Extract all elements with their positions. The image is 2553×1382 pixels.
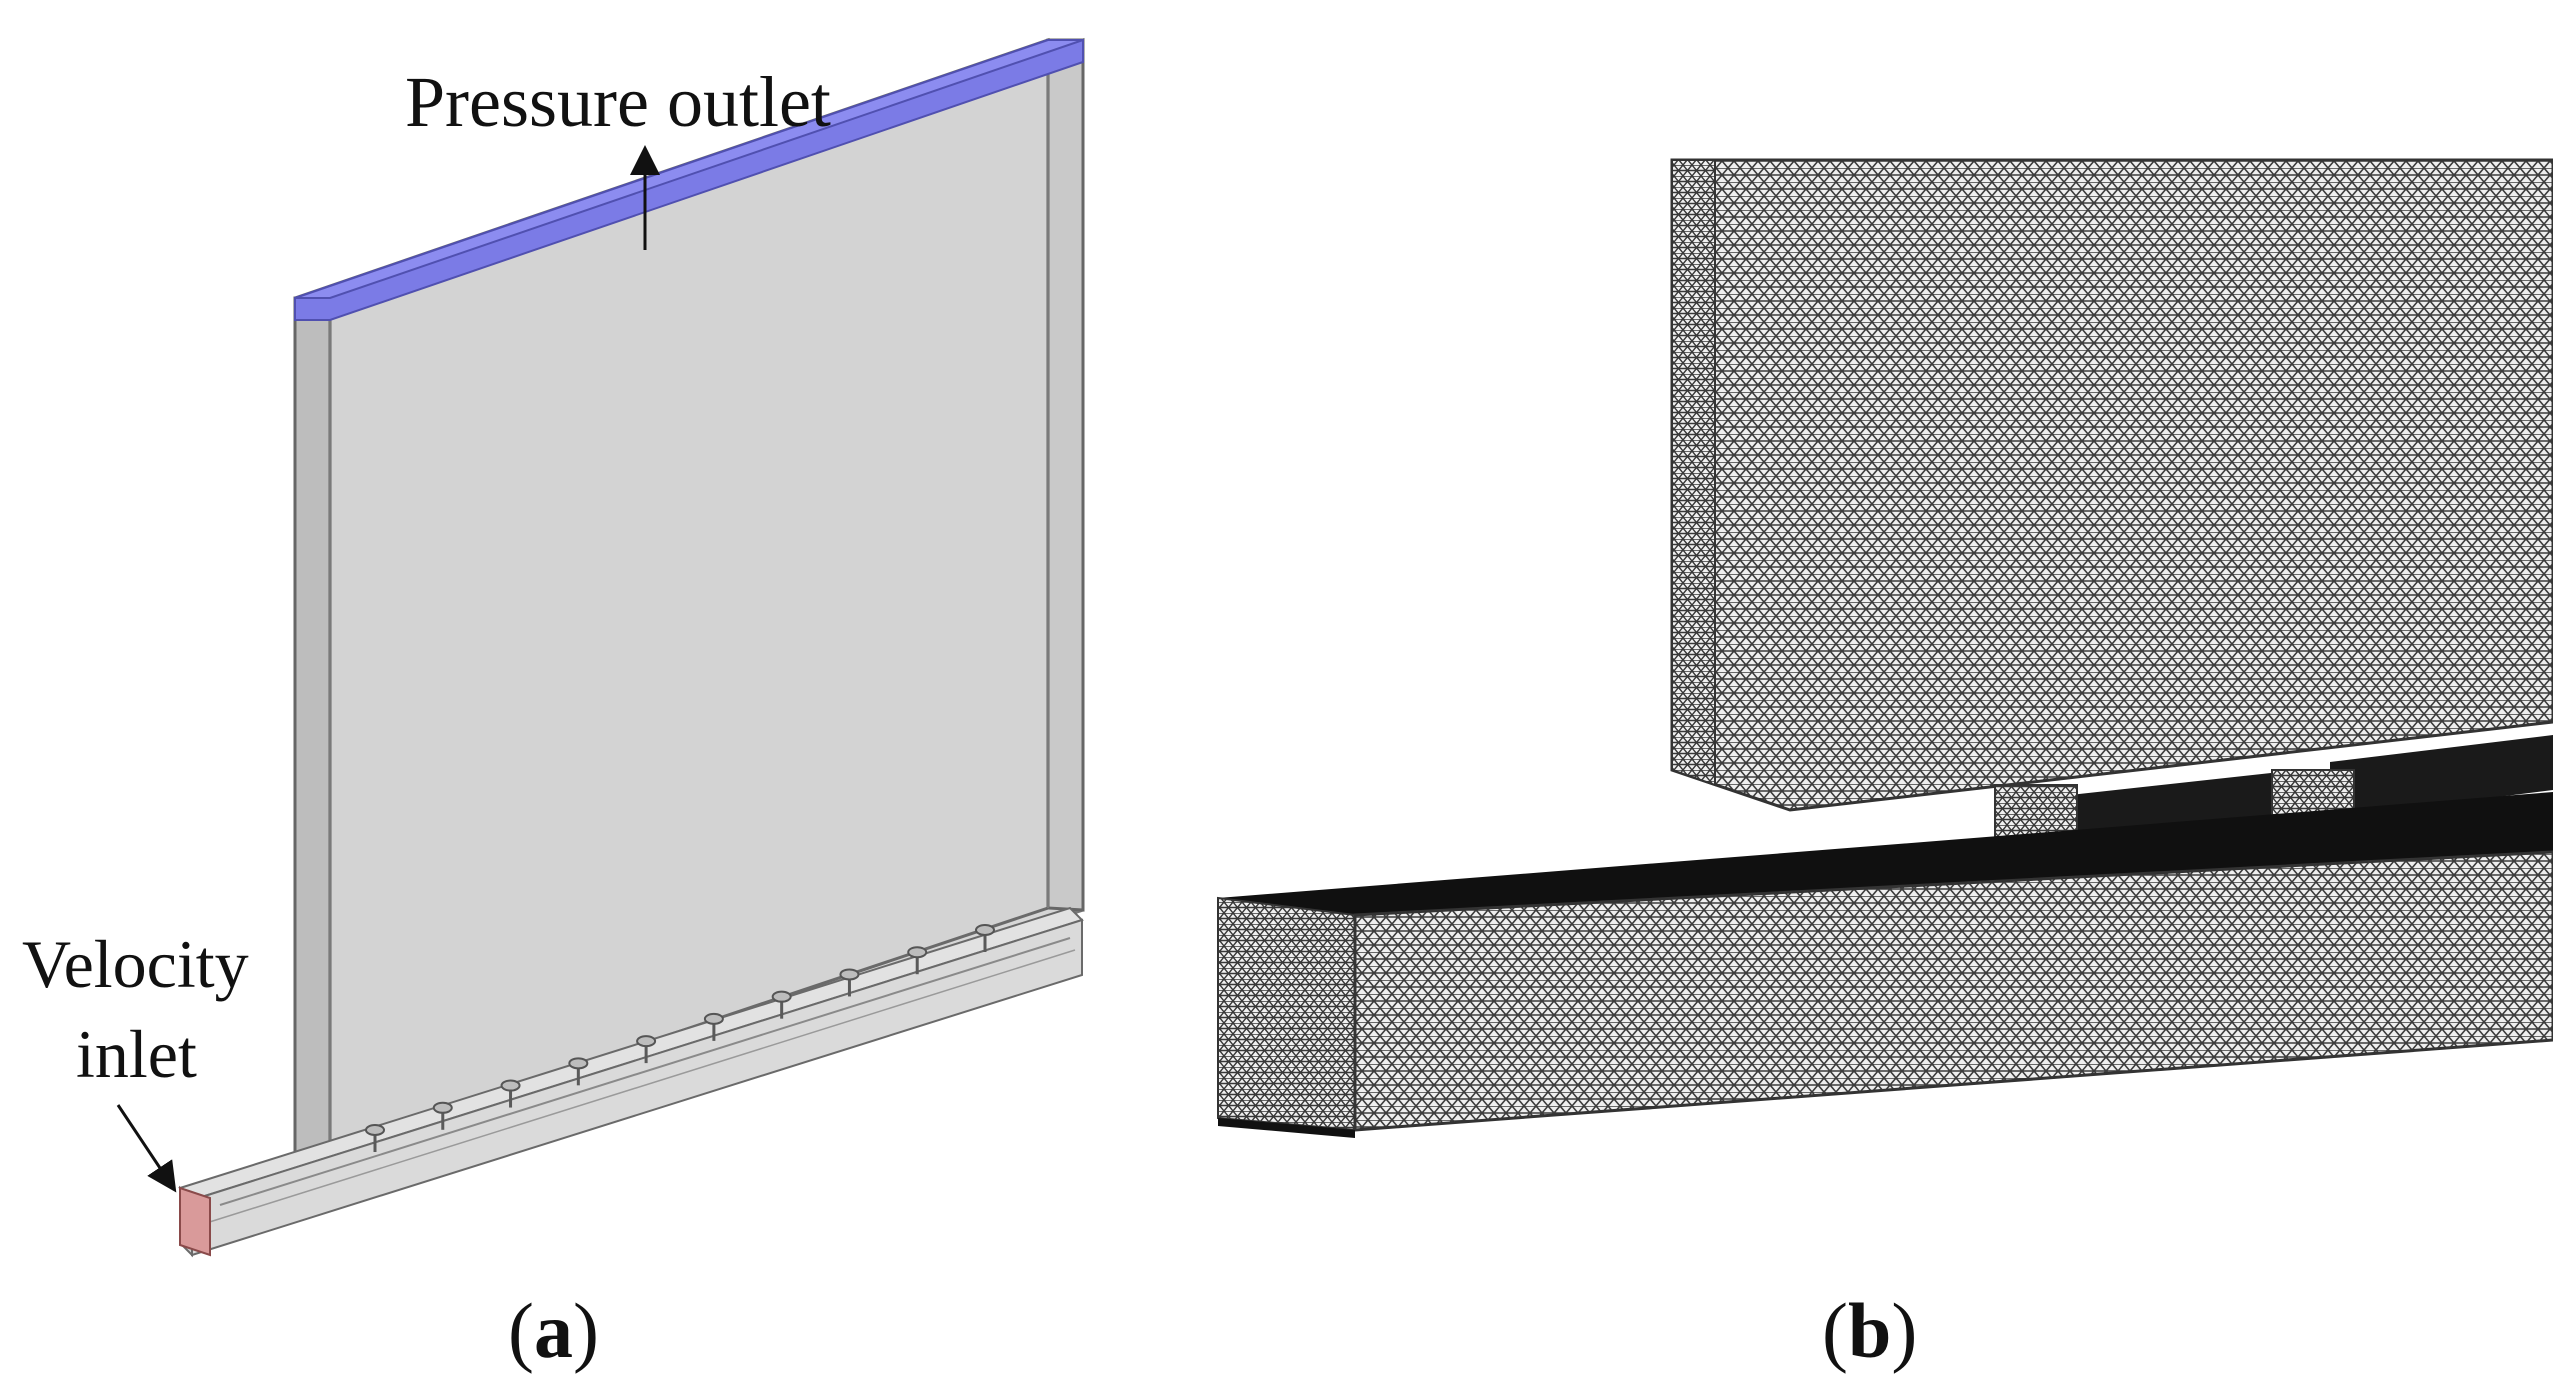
nozzle-cap-5 [636, 1035, 657, 1048]
caption-b-close: ) [1891, 1287, 1918, 1374]
nozzle-cap-6 [703, 1012, 724, 1025]
nozzle-cap-4 [568, 1057, 589, 1070]
tank-right-side [1046, 38, 1085, 912]
nozzle-cap-1 [365, 1124, 385, 1136]
mesh-dark-strip [2330, 735, 2553, 818]
nozzle-group [365, 924, 995, 1152]
pressure-outlet-label: Pressure outlet [405, 62, 831, 142]
inlet-arrow [116, 1104, 177, 1193]
pressure-outlet-top [294, 39, 1084, 299]
nozzle-cap-7 [771, 990, 792, 1003]
mesh-channel-top [1218, 792, 2553, 915]
mesh-channel-side [1353, 850, 2553, 1132]
velocity-inlet-face [179, 1186, 211, 1257]
nozzle-cap-8 [839, 968, 860, 981]
caption-a-open: ( [508, 1287, 534, 1374]
panel-a-geometry [116, 37, 1085, 1258]
mesh-tank-side [1671, 159, 1716, 787]
mesh-channel-front [1217, 896, 1356, 1132]
caption-a-close: ) [572, 1287, 599, 1374]
caption-b: (b) [1822, 1292, 1917, 1370]
mesh-channel-bottom-shade [1218, 1118, 1355, 1138]
caption-a-letter: a [533, 1287, 573, 1374]
caption-a: (a) [508, 1292, 599, 1370]
nozzle-cap-9 [907, 946, 928, 959]
caption-b-open: ( [1822, 1287, 1848, 1374]
nozzle-cap-2 [432, 1101, 453, 1114]
nozzle-cap-3 [500, 1079, 521, 1092]
channel-inner-line [219, 937, 1071, 1206]
channel-inner-line-2 [199, 949, 1076, 1226]
velocity-inlet-label-line2: inlet [76, 1016, 197, 1092]
mesh-tank-block [1670, 158, 2553, 812]
velocity-inlet-label-line1: Velocity [22, 926, 249, 1002]
tank-left-side [293, 296, 332, 1162]
nozzle-cap-10 [975, 924, 995, 936]
panel-b-mesh [1217, 158, 2553, 1138]
caption-b-letter: b [1847, 1287, 1892, 1374]
